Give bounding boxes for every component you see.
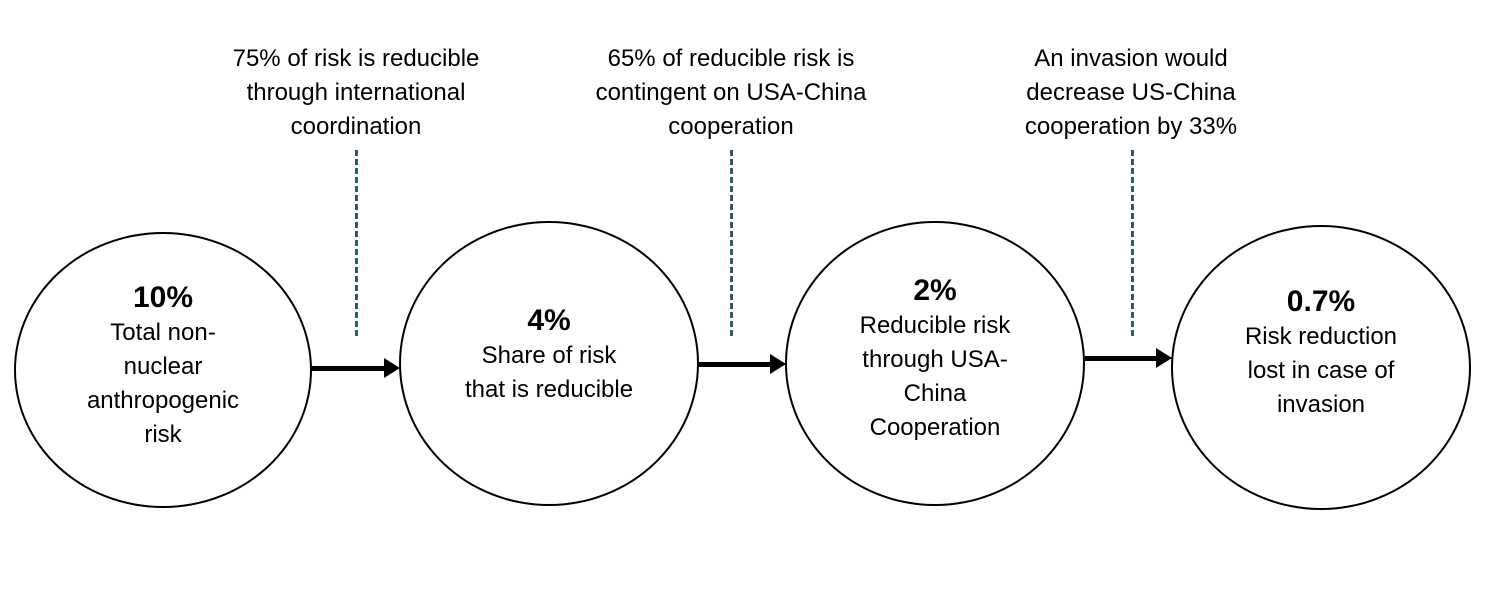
- note-invasion-effect: An invasion would decrease US-China coop…: [1024, 45, 1238, 140]
- node-invasion-loss-value: 0.7%: [1286, 284, 1356, 318]
- note-international-coordination: 75% of risk is reducible through interna…: [232, 45, 480, 140]
- arrow-3-shaft: [1085, 356, 1156, 361]
- dashed-connector-3: [1131, 150, 1134, 336]
- node-reducible-share-value: 4%: [527, 303, 571, 337]
- node-reducible-share-text: 4% Share of risk that is reducible: [464, 303, 634, 407]
- dashed-connector-1: [355, 150, 358, 336]
- node-total-risk: 10% Total non-nuclear anthropogenic risk: [14, 232, 312, 508]
- node-usa-china-reducible-value: 2%: [913, 273, 957, 307]
- node-reducible-share: 4% Share of risk that is reducible: [399, 221, 699, 506]
- node-total-risk-value: 10%: [132, 281, 194, 314]
- arrow-2-head-icon: [770, 354, 786, 374]
- arrow-1-shaft: [312, 366, 384, 371]
- node-invasion-loss: 0.7% Risk reduction lost in case of inva…: [1171, 225, 1471, 510]
- node-usa-china-reducible: 2% Reducible risk through USA-China Coop…: [785, 221, 1085, 506]
- node-total-risk-text: 10% Total non-nuclear anthropogenic risk: [78, 282, 248, 452]
- node-total-risk-label: Total non-nuclear anthropogenic risk: [86, 319, 240, 448]
- note-usa-china-contingency: 65% of reducible risk is contingent on U…: [595, 45, 867, 140]
- node-usa-china-reducible-label: Reducible risk through USA-China Coopera…: [859, 311, 1011, 441]
- arrow-3-head-icon: [1156, 348, 1172, 368]
- node-usa-china-reducible-text: 2% Reducible risk through USA-China Coop…: [840, 273, 1030, 445]
- node-reducible-share-label: Share of risk that is reducible: [464, 341, 634, 403]
- arrow-1-head-icon: [384, 358, 400, 378]
- arrow-2-shaft: [699, 362, 770, 367]
- node-invasion-loss-label: Risk reduction lost in case of invasion: [1244, 322, 1398, 418]
- node-invasion-loss-text: 0.7% Risk reduction lost in case of inva…: [1226, 284, 1416, 422]
- dashed-connector-2: [730, 150, 733, 336]
